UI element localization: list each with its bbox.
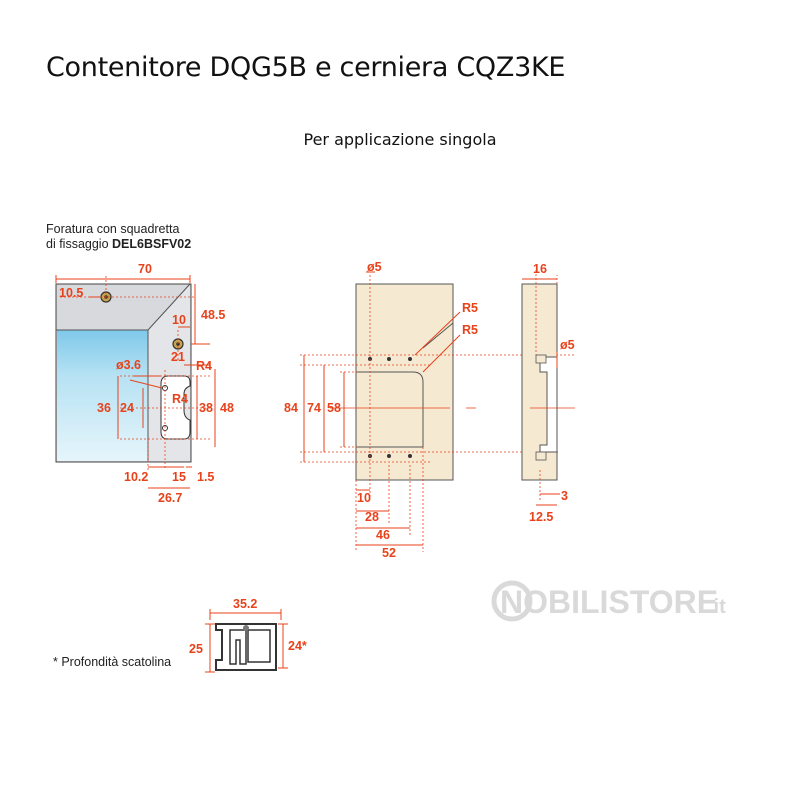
dim-24: 24 bbox=[120, 401, 134, 415]
profile-dim-24: 24* bbox=[288, 639, 307, 653]
dim-10: 10 bbox=[172, 313, 186, 327]
page-subtitle: Per applicazione singola bbox=[303, 130, 497, 149]
dim-r4-mid: R4 bbox=[172, 392, 188, 406]
left-drawing: 70 10.5 48.5 10 21 ø3.6 R4 R4 36 24 38 4… bbox=[55, 262, 234, 505]
front-dim-r5-a: R5 bbox=[462, 301, 478, 315]
front-dim-28: 28 bbox=[365, 510, 379, 524]
side-dim-3: 3 bbox=[561, 489, 568, 503]
front-dim-74: 74 bbox=[307, 401, 321, 415]
dim-48-5: 48.5 bbox=[201, 308, 225, 322]
dim-38: 38 bbox=[199, 401, 213, 415]
side-dim-o5: ø5 bbox=[560, 338, 575, 352]
front-dim-o5: ø5 bbox=[367, 260, 382, 274]
caption-line-2: di fissaggio DEL6BSFV02 bbox=[46, 237, 191, 251]
front-dim-46: 46 bbox=[376, 528, 390, 542]
side-dim-12-5: 12.5 bbox=[529, 510, 553, 524]
caption-line-1: Foratura con squadretta bbox=[46, 222, 180, 236]
caption-code: DEL6BSFV02 bbox=[112, 237, 192, 251]
profile-dim-35-2: 35.2 bbox=[233, 597, 257, 611]
profile-drawing: 35.2 25 24* bbox=[189, 597, 307, 673]
watermark-brand: NOBILISTORE bbox=[500, 584, 718, 620]
dim-70: 70 bbox=[138, 262, 152, 276]
side-dim-16: 16 bbox=[533, 262, 547, 276]
dim-10-5: 10.5 bbox=[59, 286, 83, 300]
side-view: 16 ø5 3 12.5 bbox=[521, 262, 575, 524]
dim-48: 48 bbox=[220, 401, 234, 415]
page-title: Contenitore DQG5B e cerniera CQZ3KE bbox=[46, 52, 566, 83]
caption-prefix: di fissaggio bbox=[46, 237, 113, 251]
front-dim-r5-b: R5 bbox=[462, 323, 478, 337]
dim-r4-top: R4 bbox=[196, 359, 212, 373]
front-dim-84: 84 bbox=[284, 401, 298, 415]
dim-1-5: 1.5 bbox=[197, 470, 214, 484]
watermark-tld: .it bbox=[708, 596, 726, 618]
front-dim-52: 52 bbox=[382, 546, 396, 560]
front-dim-58: 58 bbox=[327, 401, 341, 415]
dim-10-2: 10.2 bbox=[124, 470, 148, 484]
nobilistore-logo: NOBILISTORE .it bbox=[491, 580, 726, 622]
dim-36: 36 bbox=[97, 401, 111, 415]
dim-o3-6: ø3.6 bbox=[116, 358, 141, 372]
front-dim-10: 10 bbox=[357, 491, 371, 505]
dim-21: 21 bbox=[171, 350, 185, 364]
profile-dim-25: 25 bbox=[189, 642, 203, 656]
dim-26-7: 26.7 bbox=[158, 491, 182, 505]
dim-15: 15 bbox=[172, 470, 186, 484]
footnote: * Profondità scatolina bbox=[53, 655, 172, 669]
